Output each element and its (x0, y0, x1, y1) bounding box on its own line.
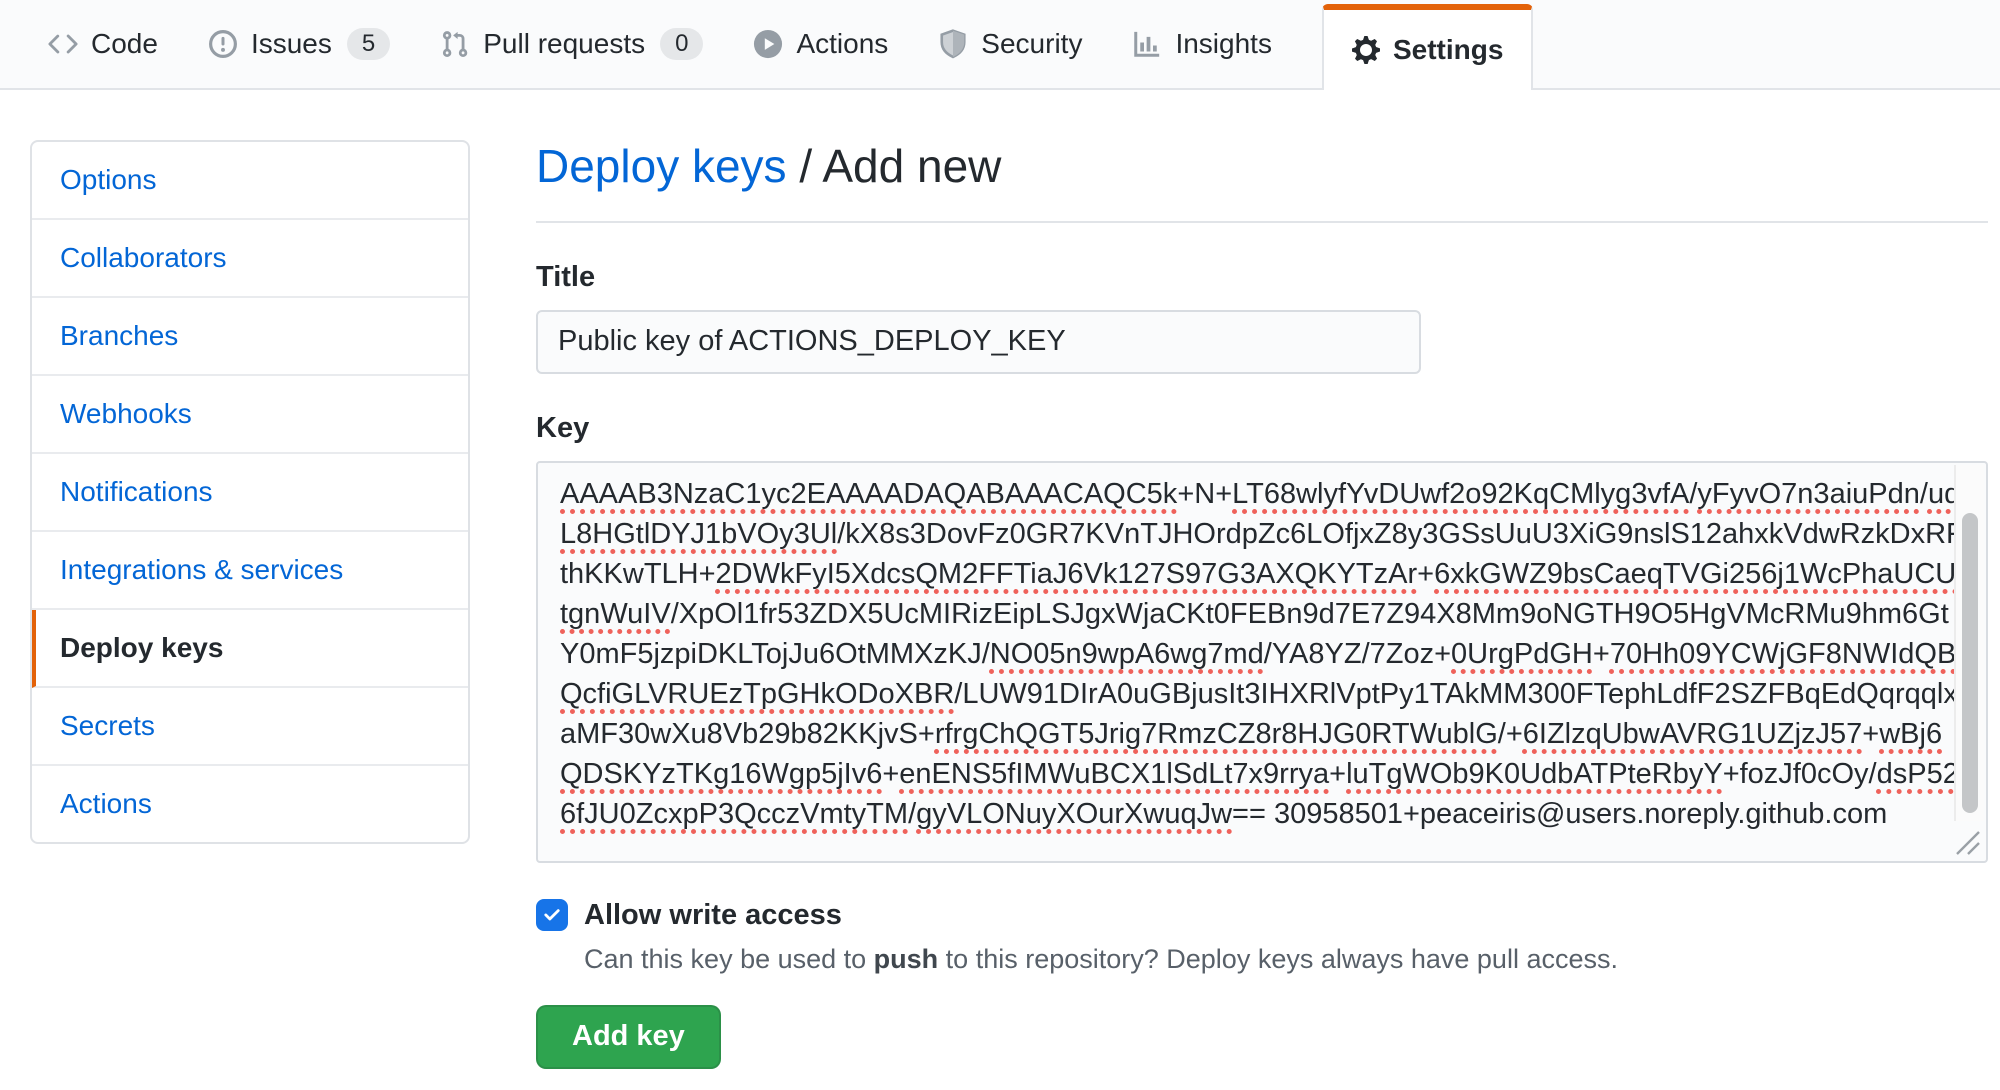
issue-opened-icon (208, 29, 238, 59)
sidebar-item-secrets[interactable]: Secrets (32, 688, 468, 766)
deploy-key-form: Deploy keys / Add new Title Key AAAAB3Nz… (536, 140, 1988, 1069)
page-title: Deploy keys / Add new (536, 140, 1988, 223)
tab-issues[interactable]: Issues 5 (208, 28, 391, 60)
tab-settings[interactable]: Settings (1321, 4, 1534, 90)
tab-insights[interactable]: Insights (1132, 28, 1272, 60)
sidebar-item-collaborators[interactable]: Collaborators (32, 220, 468, 298)
settings-content: Options Collaborators Branches Webhooks … (0, 90, 2000, 1069)
key-textarea[interactable]: AAAAB3NzaC1yc2EAAAADAQABAAACAQC5k+N+LT68… (536, 460, 1988, 863)
tab-label: Settings (1392, 34, 1504, 65)
tab-label: Actions (796, 28, 889, 59)
title-label: Title (536, 260, 596, 293)
settings-sidebar: Options Collaborators Branches Webhooks … (30, 140, 470, 844)
tab-label: Issues (250, 28, 332, 59)
title-input[interactable] (536, 309, 1421, 374)
repo-nav: Code Issues 5 Pull requests 0 Actions Se… (0, 0, 2000, 90)
tab-label: Pull requests (483, 28, 646, 59)
tab-security[interactable]: Security (938, 28, 1082, 60)
breadcrumb-current: Add new (822, 140, 1002, 192)
sidebar-item-options[interactable]: Options (32, 142, 468, 220)
help-text-bold: push (873, 943, 939, 974)
sidebar-item-integrations-services[interactable]: Integrations & services (32, 532, 468, 610)
pull-requests-count-badge: 0 (660, 28, 704, 60)
sidebar-item-notifications[interactable]: Notifications (32, 454, 468, 532)
scrollbar-thumb[interactable] (1962, 512, 1978, 813)
tab-label: Insights (1175, 28, 1272, 59)
sidebar-item-webhooks[interactable]: Webhooks (32, 376, 468, 454)
pull-request-icon (440, 29, 470, 59)
tab-actions[interactable]: Actions (753, 28, 888, 60)
key-text: AAAAB3NzaC1yc2EAAAADAQABAAACAQC5k+N+LT68… (560, 477, 1982, 830)
write-access-help-text: Can this key be used to push to this rep… (584, 944, 1988, 975)
allow-write-access-checkbox[interactable] (536, 899, 568, 932)
add-key-button[interactable]: Add key (536, 1004, 721, 1069)
write-access-row: Allow write access (536, 899, 1988, 932)
key-label: Key (536, 411, 590, 444)
help-text-after: to this repository? Deploy keys always h… (938, 943, 1618, 974)
graph-icon (1132, 29, 1162, 59)
breadcrumb-separator: / (786, 140, 823, 192)
sidebar-item-actions[interactable]: Actions (60, 788, 152, 819)
shield-icon (938, 29, 968, 59)
textarea-scrollbar[interactable] (1954, 464, 1984, 821)
code-icon (48, 29, 78, 59)
tab-pull-requests[interactable]: Pull requests 0 (440, 28, 704, 60)
play-icon (753, 29, 783, 59)
tab-label: Security (981, 28, 1083, 59)
deploy-keys-breadcrumb-link[interactable]: Deploy keys (536, 140, 787, 192)
sidebar-item-deploy-keys[interactable]: Deploy keys (32, 610, 468, 688)
allow-write-access-label[interactable]: Allow write access (584, 898, 842, 931)
textarea-resize-handle[interactable] (1949, 824, 1983, 858)
sidebar-item-branches[interactable]: Branches (32, 298, 468, 376)
tab-code[interactable]: Code (48, 28, 158, 60)
help-text-before: Can this key be used to (584, 943, 874, 974)
gear-icon (1351, 34, 1380, 66)
issues-count-badge: 5 (346, 28, 391, 60)
tab-label: Code (91, 28, 158, 59)
